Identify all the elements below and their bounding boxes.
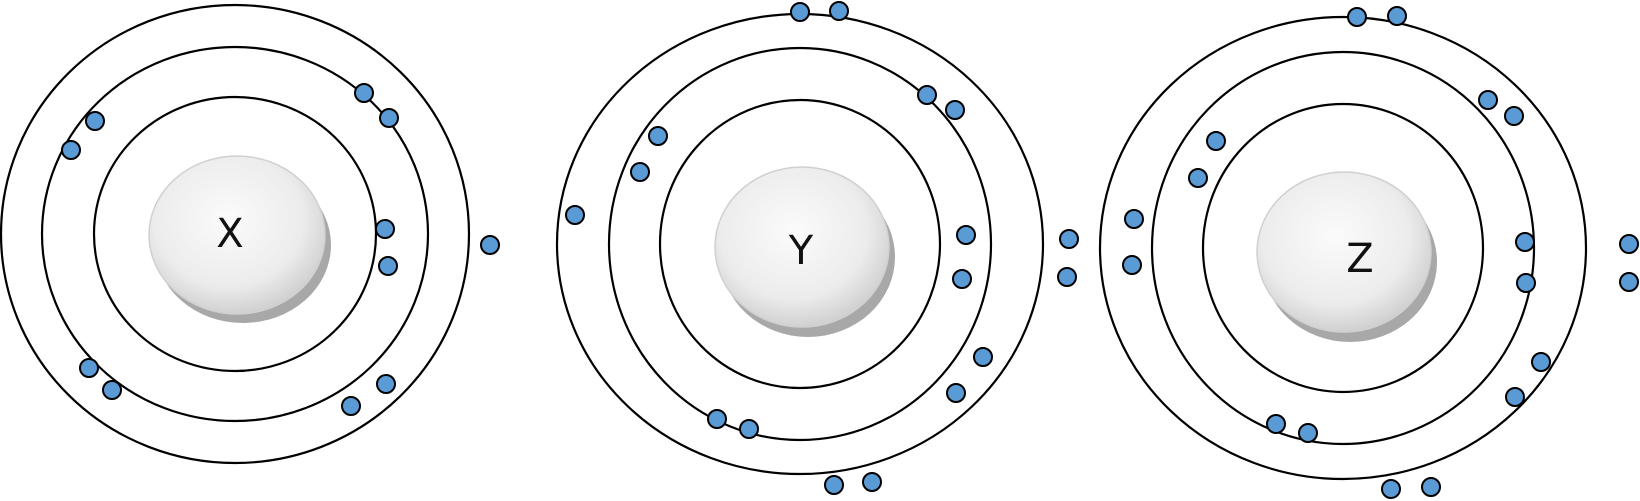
electron bbox=[1505, 387, 1525, 407]
electron bbox=[1619, 234, 1639, 254]
electron bbox=[378, 256, 398, 276]
electron bbox=[1504, 106, 1524, 126]
atom-y: Y bbox=[555, 1, 1079, 495]
electron bbox=[565, 205, 585, 225]
electron bbox=[85, 111, 105, 131]
atom-x-electrons bbox=[61, 83, 500, 416]
atom-x: X bbox=[0, 3, 500, 465]
atom-z-electrons bbox=[1122, 6, 1639, 499]
electron bbox=[1298, 423, 1318, 443]
electron bbox=[1124, 209, 1144, 229]
electron bbox=[79, 358, 99, 378]
electron bbox=[945, 100, 965, 120]
electron bbox=[952, 269, 972, 289]
atom-z-shell-3 bbox=[1098, 15, 1588, 481]
electron bbox=[341, 396, 361, 416]
atom-z-shell-1 bbox=[1201, 102, 1485, 394]
electron bbox=[1421, 477, 1441, 497]
electron bbox=[648, 126, 668, 146]
electron bbox=[829, 1, 849, 21]
electron bbox=[1057, 267, 1077, 287]
electron bbox=[102, 380, 122, 400]
atom-x-shell-3 bbox=[0, 3, 471, 465]
atom-z-nucleus-body bbox=[1256, 171, 1432, 333]
atom-y-nucleus-body bbox=[714, 166, 890, 328]
atom-z-symbol: Z bbox=[1346, 236, 1373, 282]
electron bbox=[1515, 232, 1535, 252]
electron bbox=[1206, 131, 1226, 151]
electron bbox=[1478, 90, 1498, 110]
electron bbox=[1122, 255, 1142, 275]
electron bbox=[824, 475, 844, 495]
electron bbox=[1347, 7, 1367, 27]
atom-y-nucleus: Y bbox=[714, 166, 895, 337]
electron bbox=[61, 140, 81, 160]
atom-x-nucleus: X bbox=[148, 155, 331, 323]
atom-z-nucleus: Z bbox=[1256, 171, 1437, 342]
atom-z-shells bbox=[1098, 15, 1588, 481]
atom-y-symbol: Y bbox=[788, 228, 814, 274]
electron bbox=[379, 108, 399, 128]
atom-x-shell-2 bbox=[40, 45, 430, 423]
atom-x-shell-1 bbox=[92, 95, 378, 373]
electron bbox=[630, 162, 650, 182]
atom-x-symbol: X bbox=[216, 211, 243, 257]
atom-y-shell-1 bbox=[658, 98, 942, 390]
electron bbox=[354, 83, 374, 103]
electron bbox=[1188, 168, 1208, 188]
electron bbox=[1266, 414, 1286, 434]
atom-y-shell-2 bbox=[607, 46, 993, 442]
electron bbox=[956, 225, 976, 245]
electron bbox=[917, 85, 937, 105]
electron bbox=[376, 374, 396, 394]
electron bbox=[1531, 352, 1551, 372]
electron bbox=[790, 2, 810, 22]
electron bbox=[480, 235, 500, 255]
atom-z-shell-2 bbox=[1150, 50, 1536, 446]
atom-x-shells bbox=[0, 3, 471, 465]
electron bbox=[1619, 272, 1639, 292]
electron bbox=[862, 472, 882, 492]
electron bbox=[1516, 273, 1536, 293]
electron bbox=[973, 347, 993, 367]
electron bbox=[375, 219, 395, 239]
electron bbox=[1387, 6, 1407, 26]
atom-x-nucleus-body bbox=[148, 155, 326, 315]
electron bbox=[1059, 229, 1079, 249]
electron bbox=[946, 383, 966, 403]
atom-z: Z bbox=[1098, 6, 1639, 499]
electron bbox=[707, 409, 727, 429]
electron bbox=[1381, 479, 1401, 499]
atom-y-electrons bbox=[565, 1, 1079, 495]
electron bbox=[739, 419, 759, 439]
